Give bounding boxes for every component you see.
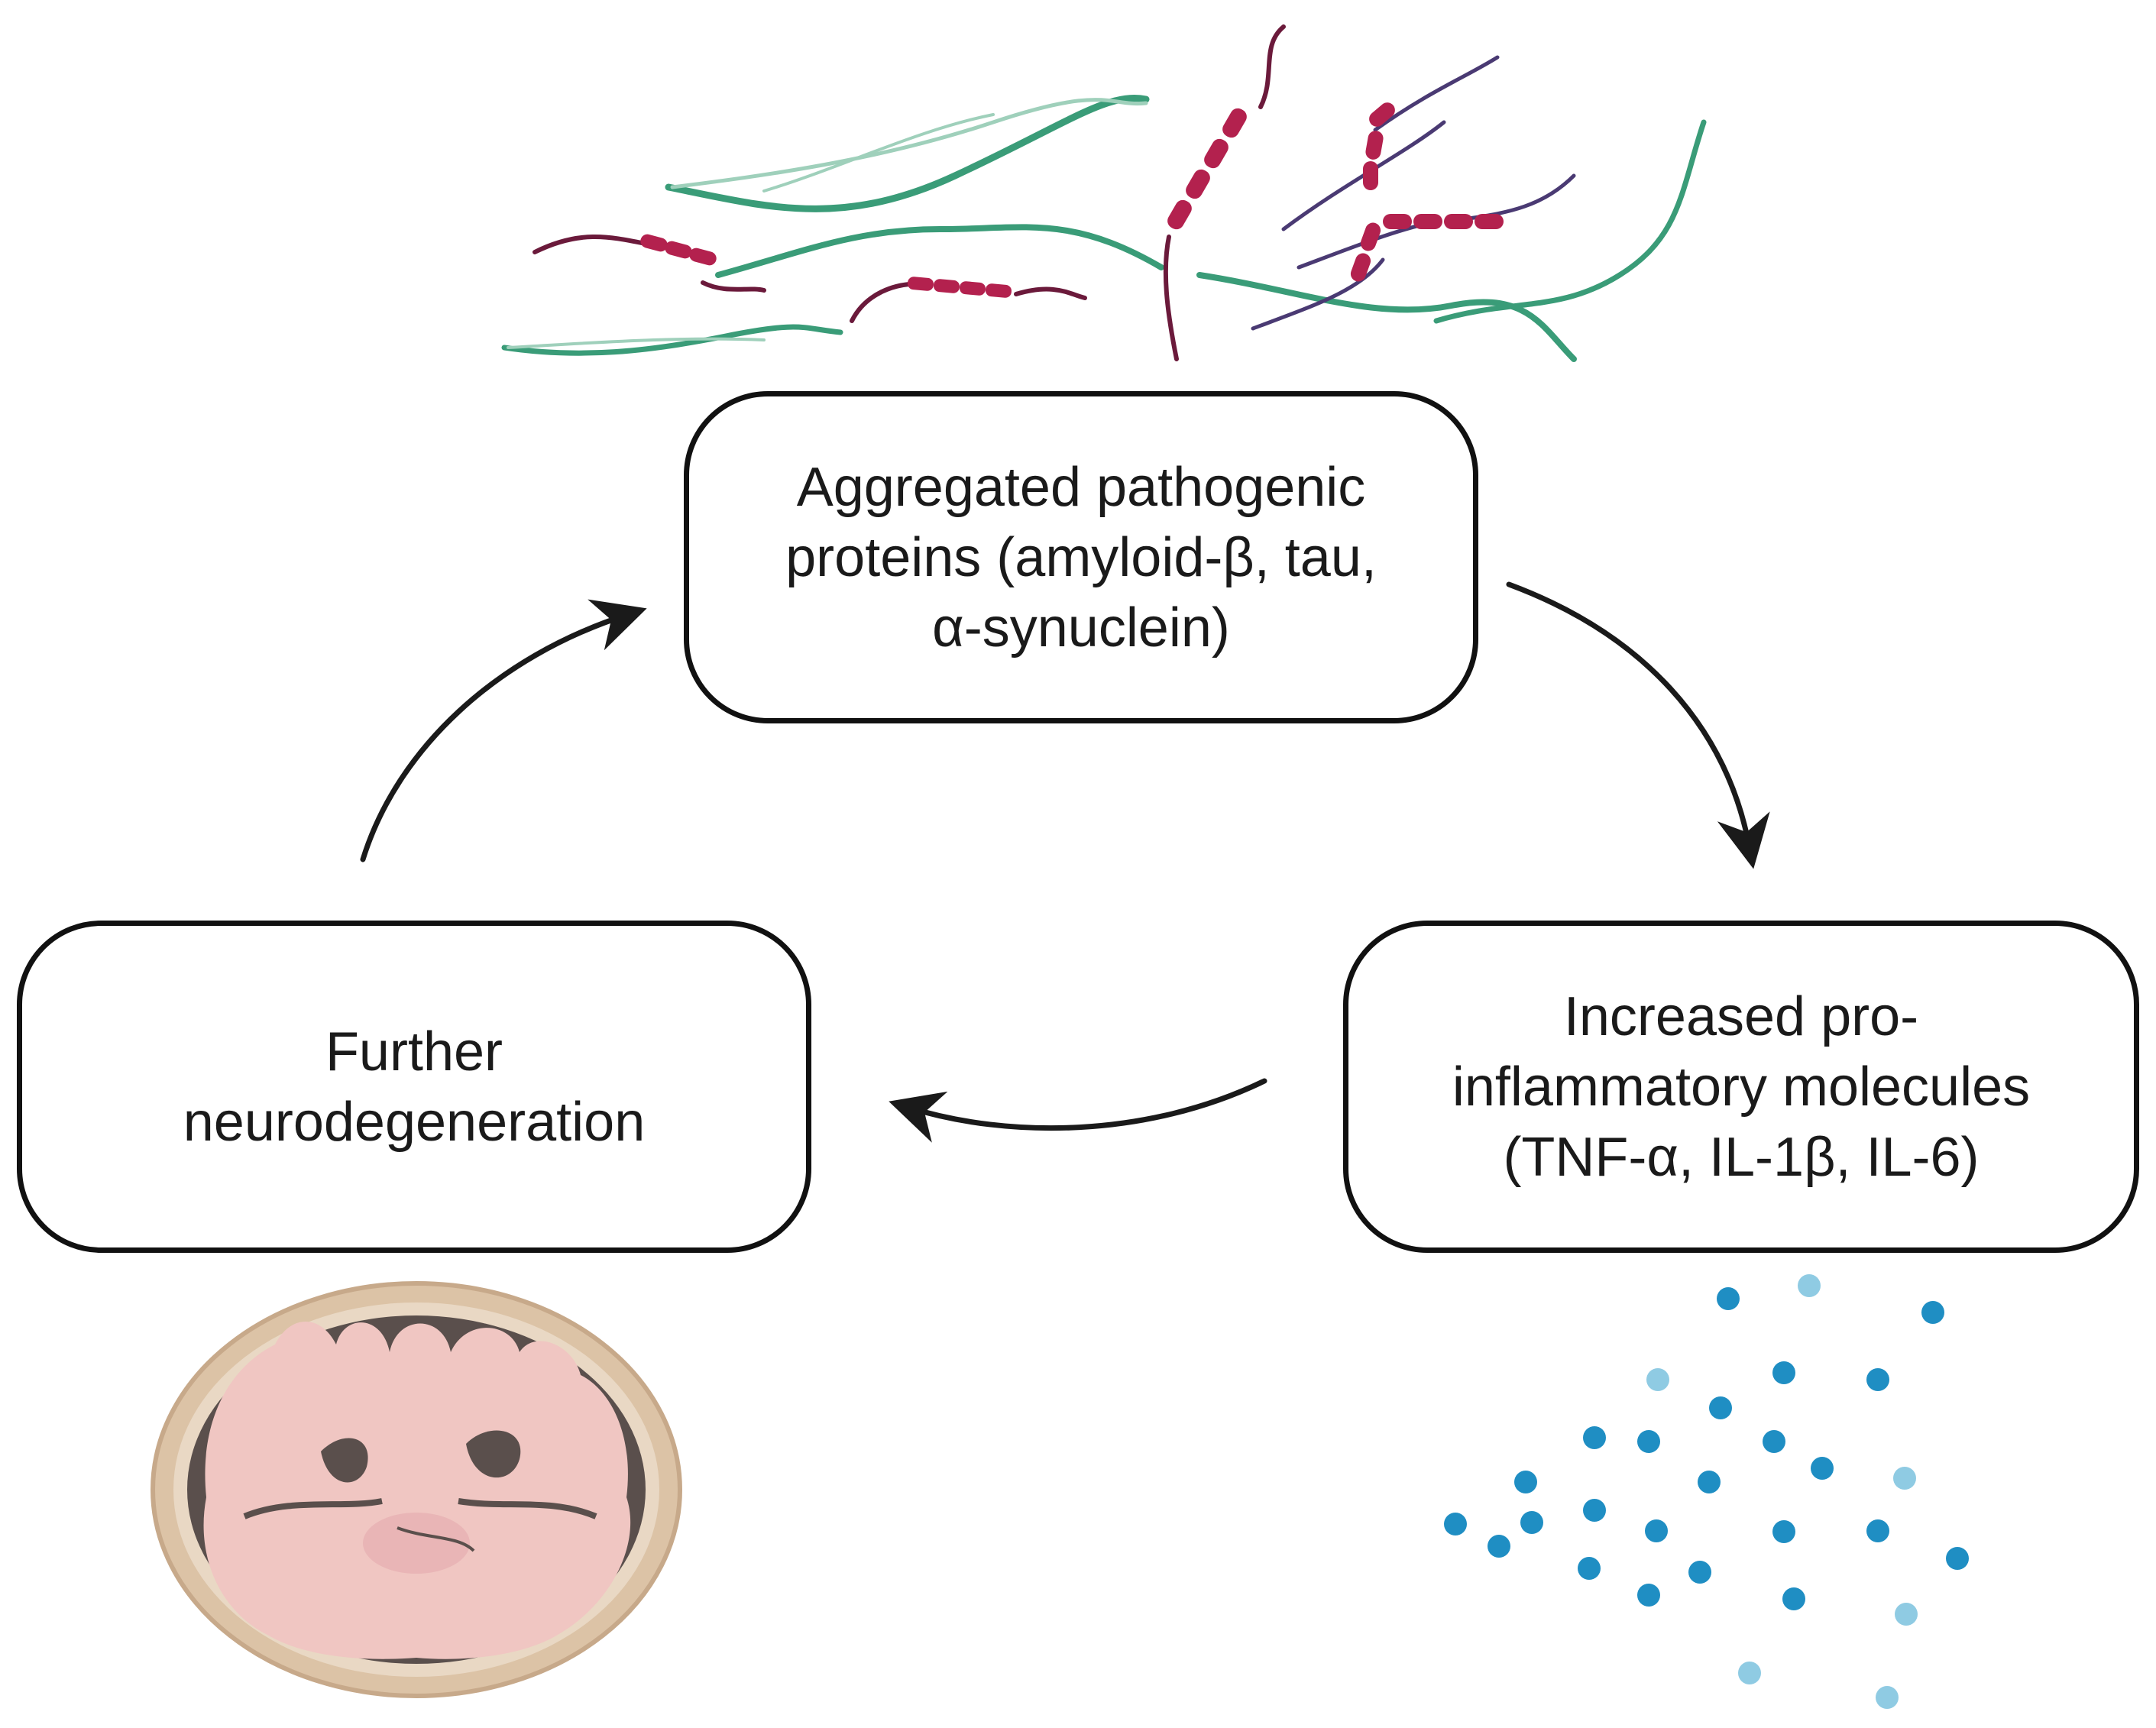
node-proinflammatory-molecules-label: Increased pro- inflammatory molecules (T… (1452, 985, 2031, 1188)
arrow-right-to-left (889, 1078, 1267, 1143)
node-aggregated-proteins: Aggregated pathogenic proteins (amyloid-… (684, 391, 1478, 723)
node-aggregated-proteins-label: Aggregated pathogenic proteins (amyloid-… (785, 456, 1377, 659)
node-further-neurodegeneration: Further neurodegeneration (17, 921, 811, 1253)
node-further-neurodegeneration-label: Further neurodegeneration (183, 1021, 646, 1153)
node-proinflammatory-molecules: Increased pro- inflammatory molecules (T… (1343, 921, 2139, 1253)
arrow-top-to-right (1506, 581, 1770, 869)
arrow-left-to-top (360, 599, 647, 862)
